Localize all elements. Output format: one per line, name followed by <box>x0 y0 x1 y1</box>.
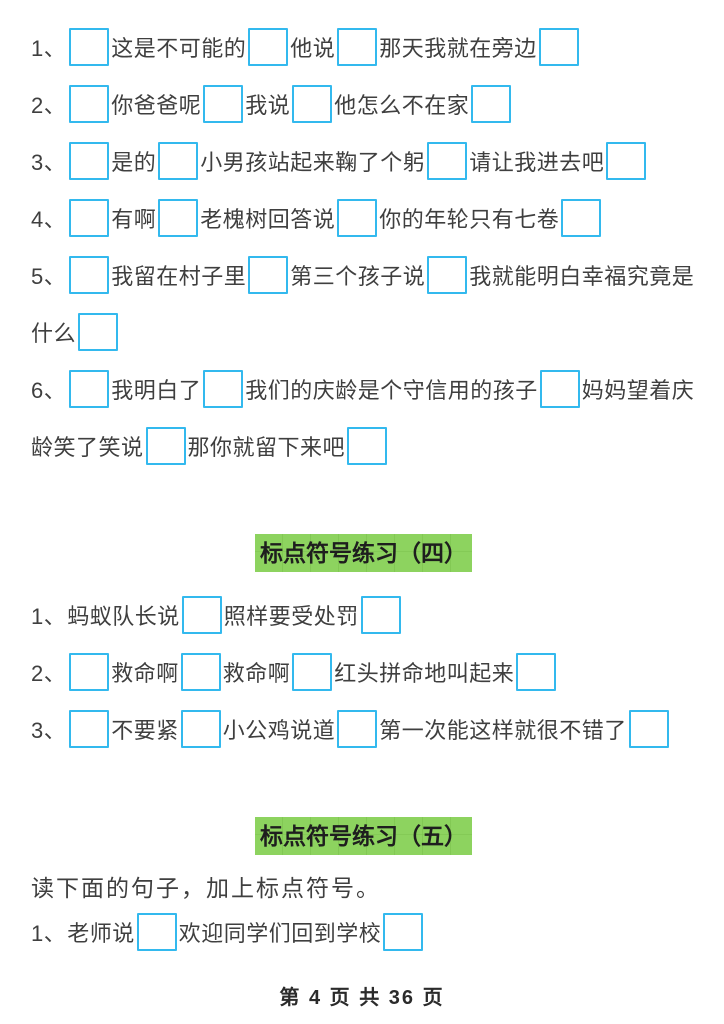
answer-box[interactable] <box>337 710 378 748</box>
item-text: 这是不可能的 <box>111 36 247 61</box>
exercise-item: 5、 我留在村子里 第三个孩子说我就能明白幸福究竟是什么 <box>31 248 696 362</box>
answer-box[interactable] <box>292 653 333 691</box>
item-number: 2、 <box>31 93 67 118</box>
item-number: 3、 <box>31 718 67 743</box>
answer-box[interactable] <box>561 199 602 237</box>
item-text: 你的年轮只有七卷 <box>379 207 560 232</box>
item-number: 1、 <box>31 36 67 61</box>
exercise-section: 标点符号练习（四） 1、蚂蚁队长说 照样要受处罚 2、 救命啊 救命啊 红头拼命地叫起来 3、… <box>31 534 696 759</box>
answer-box[interactable] <box>203 370 244 408</box>
item-number: 1、 <box>31 604 67 629</box>
worksheet: 1、 这是不可能的 他说 那天我就在旁边 2、 你爸爸呢 我说 他怎么不在家 3、 是的 小男孩站起… <box>31 20 696 962</box>
item-text: 第三个孩子说 <box>290 264 426 289</box>
section-instruction: 读下面的句子，加上标点符号。 <box>31 875 381 901</box>
answer-box[interactable] <box>69 370 110 408</box>
item-number: 1、 <box>31 921 67 946</box>
item-text: 他说 <box>290 36 336 61</box>
item-text: 你爸爸呢 <box>111 93 202 118</box>
exercise-item: 4、 有啊 老槐树回答说 你的年轮只有七卷 <box>31 191 696 248</box>
item-text: 小公鸡说道 <box>222 718 336 743</box>
exercise-item: 3、 不要紧 小公鸡说道 第一次能这样就很不错了 <box>31 702 696 759</box>
item-text: 老师说 <box>67 921 135 946</box>
answer-box[interactable] <box>69 142 110 180</box>
answer-box[interactable] <box>248 256 289 294</box>
answer-box[interactable] <box>360 596 401 634</box>
item-text: 我就能明白幸福究竟是什么 <box>31 264 695 346</box>
answer-box[interactable] <box>180 710 221 748</box>
item-text: 红头拼命地叫起来 <box>334 661 515 686</box>
answer-box[interactable] <box>539 370 580 408</box>
answer-box[interactable] <box>78 313 119 351</box>
exercise-item: 1、 这是不可能的 他说 那天我就在旁边 <box>31 20 696 77</box>
item-text: 照样要受处罚 <box>223 604 359 629</box>
answer-box[interactable] <box>606 142 647 180</box>
answer-box[interactable] <box>69 710 110 748</box>
item-text: 请让我进去吧 <box>469 150 605 175</box>
answer-box[interactable] <box>203 85 244 123</box>
item-number: 2、 <box>31 661 67 686</box>
answer-box[interactable] <box>516 653 557 691</box>
answer-box[interactable] <box>136 913 177 951</box>
answer-box[interactable] <box>145 427 186 465</box>
section-header: 标点符号练习（五） <box>255 817 472 855</box>
item-text: 那你就留下来吧 <box>187 435 346 460</box>
item-text: 救命啊 <box>222 661 291 686</box>
answer-box[interactable] <box>337 199 378 237</box>
answer-box[interactable] <box>158 142 199 180</box>
answer-box[interactable] <box>383 913 424 951</box>
answer-box[interactable] <box>69 85 110 123</box>
answer-box[interactable] <box>69 199 110 237</box>
section-header: 标点符号练习（四） <box>255 534 472 572</box>
answer-box[interactable] <box>69 653 110 691</box>
item-text: 妈妈望着庆龄笑了笑说 <box>31 378 695 460</box>
item-text: 有啊 <box>111 207 157 232</box>
item-text: 那天我就在旁边 <box>379 36 537 61</box>
item-text: 小男孩站起来鞠了个躬 <box>200 150 426 175</box>
item-number: 5、 <box>31 264 67 289</box>
exercise-section: 标点符号练习（五） 读下面的句子，加上标点符号。 1、老师说 欢迎同学们回到学校 <box>31 817 696 962</box>
answer-box[interactable] <box>427 142 468 180</box>
answer-box[interactable] <box>337 28 378 66</box>
answer-box[interactable] <box>248 28 289 66</box>
answer-box[interactable] <box>180 653 221 691</box>
exercise-item: 6、 我明白了 我们的庆龄是个守信用的孩子妈妈望着庆龄笑了笑说那你就留下来吧 <box>31 362 696 476</box>
section-header-row: 标点符号练习（四） <box>31 534 696 572</box>
item-text: 第一次能这样就很不错了 <box>379 718 627 743</box>
item-text: 救命啊 <box>111 661 179 686</box>
item-text: 不要紧 <box>111 718 179 743</box>
item-text: 欢迎同学们回到学校 <box>178 921 382 946</box>
exercise-item: 1、蚂蚁队长说 照样要受处罚 <box>31 588 696 645</box>
answer-box[interactable] <box>628 710 669 748</box>
exercise-item: 2、 救命啊 救命啊 红头拼命地叫起来 <box>31 645 696 702</box>
item-text: 老槐树回答说 <box>200 207 336 232</box>
answer-box[interactable] <box>538 28 579 66</box>
answer-box[interactable] <box>471 85 512 123</box>
answer-box[interactable] <box>181 596 222 634</box>
item-number: 4、 <box>31 207 67 232</box>
item-text: 蚂蚁队长说 <box>67 604 180 629</box>
exercise-item: 3、 是的 小男孩站起来鞠了个躬 请让我进去吧 <box>31 134 696 191</box>
item-number: 3、 <box>31 150 67 175</box>
exercise-section: 1、 这是不可能的 他说 那天我就在旁边 2、 你爸爸呢 我说 他怎么不在家 3、 是的 小男孩站起… <box>31 20 696 476</box>
section-header-row: 标点符号练习（五） <box>31 817 696 855</box>
item-text: 他怎么不在家 <box>334 93 470 118</box>
answer-box[interactable] <box>69 28 110 66</box>
item-text: 我留在村子里 <box>111 264 247 289</box>
item-text: 是的 <box>111 150 157 175</box>
page-footer: 第 4 页 共 36 页 <box>279 987 445 1009</box>
answer-box[interactable] <box>427 256 468 294</box>
answer-box[interactable] <box>69 256 110 294</box>
exercise-item: 1、老师说 欢迎同学们回到学校 <box>31 905 696 962</box>
item-number: 6、 <box>31 378 67 403</box>
item-text: 我明白了 <box>111 378 202 403</box>
answer-box[interactable] <box>347 427 388 465</box>
exercise-item: 2、 你爸爸呢 我说 他怎么不在家 <box>31 77 696 134</box>
answer-box[interactable] <box>158 199 199 237</box>
answer-box[interactable] <box>292 85 333 123</box>
item-text: 我说 <box>245 93 291 118</box>
item-text: 我们的庆龄是个守信用的孩子 <box>245 378 538 403</box>
